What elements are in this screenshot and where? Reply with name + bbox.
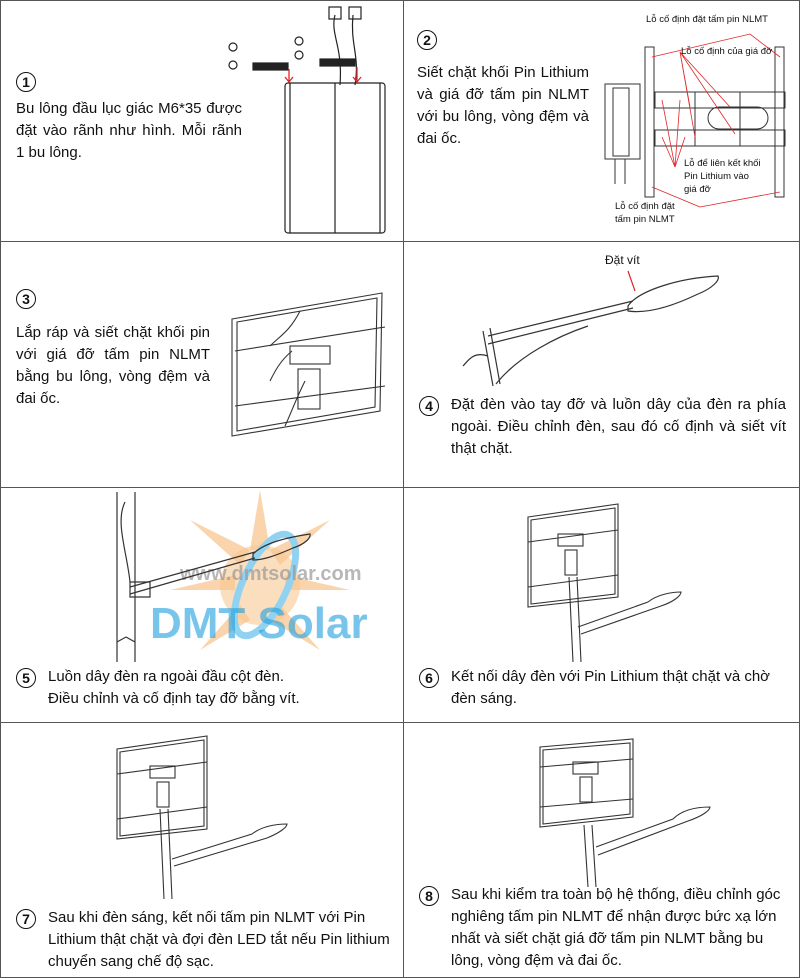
step-text: Lắp ráp và siết chặt khối pin với giá đỡ…	[16, 324, 210, 407]
label-bracket-holes: Lỗ cố định của giá đỡ	[681, 46, 773, 57]
step-number: 5	[16, 668, 36, 688]
row-divider	[0, 241, 800, 242]
screw-callout: Đặt vít	[605, 253, 640, 267]
step-number: 3	[16, 289, 36, 309]
step-text: Đặt đèn vào tay đỡ và luồn dây của đèn r…	[451, 396, 786, 457]
panel-assembly-illustration	[231, 292, 386, 437]
step-text: Kết nối dây đèn với Pin Lithium thật chặ…	[451, 668, 771, 707]
step-4: Đặt vít 4 Đặt đèn vào tay đỡ và luồn dây…	[403, 241, 800, 487]
pole-arm-illustration	[116, 492, 311, 662]
step-text: Sau khi đèn sáng, kết nối tấm pin NLMT v…	[48, 909, 390, 970]
row-divider	[0, 487, 800, 488]
label-battery-holes: Pin Lithium vào	[684, 171, 749, 182]
label-panel-holes-top: Lỗ cố định đặt tấm pin NLMT	[646, 14, 768, 25]
step-number: 6	[419, 668, 439, 688]
column-divider	[403, 0, 404, 978]
full-pole-illustration	[527, 503, 682, 663]
step-7: 7 Sau khi đèn sáng, kết nối tấm pin NLMT…	[0, 722, 403, 978]
step-8: 8 Sau khi kiểm tra toàn bộ hệ thống, điề…	[403, 722, 800, 978]
step-2: 2 Siết chặt khối Pin Lithium và giá đỡ t…	[403, 0, 800, 241]
label-panel-holes-bottom: Lỗ cố định đặt	[615, 201, 675, 212]
label-battery-holes: Lỗ để liên kết khối	[684, 158, 761, 169]
charging-illustration	[116, 735, 288, 900]
bracket-diagram	[604, 33, 786, 208]
step-text: Siết chặt khối Pin Lithium và giá đỡ tấm…	[417, 64, 589, 147]
step-number: 8	[419, 886, 439, 906]
step-number: 2	[417, 30, 437, 50]
step-text: Bu lông đầu lục giác M6*35 được đặt vào …	[16, 100, 242, 161]
step-number: 1	[16, 72, 36, 92]
label-battery-holes: giá đỡ	[684, 184, 711, 195]
step-6: 6 Kết nối dây đèn với Pin Lithium thật c…	[403, 487, 800, 722]
lamp-arm-illustration	[462, 270, 719, 387]
step-3: 3 Lắp ráp và siết chặt khối pin với giá …	[0, 241, 403, 487]
step-1: 1 Bu lông đầu lục giác M6*35 được đặt và…	[0, 0, 403, 241]
step-text-line2: Điều chỉnh và cố định tay đỡ bằng vít.	[48, 690, 300, 707]
step-number: 4	[419, 396, 439, 416]
row-divider	[0, 722, 800, 723]
step-text: Sau khi kiểm tra toàn bộ hệ thống, điều …	[451, 886, 781, 969]
step-5: 5 Luồn dây đèn ra ngoài đầu cột đèn. Điề…	[0, 487, 403, 722]
step-text-line1: Luồn dây đèn ra ngoài đầu cột đèn.	[48, 668, 285, 685]
label-panel-holes-bottom: tấm pin NLMT	[615, 214, 675, 225]
battery-bolt-illustration	[228, 6, 386, 234]
final-adjust-illustration	[539, 738, 711, 888]
step-number: 7	[16, 909, 36, 929]
